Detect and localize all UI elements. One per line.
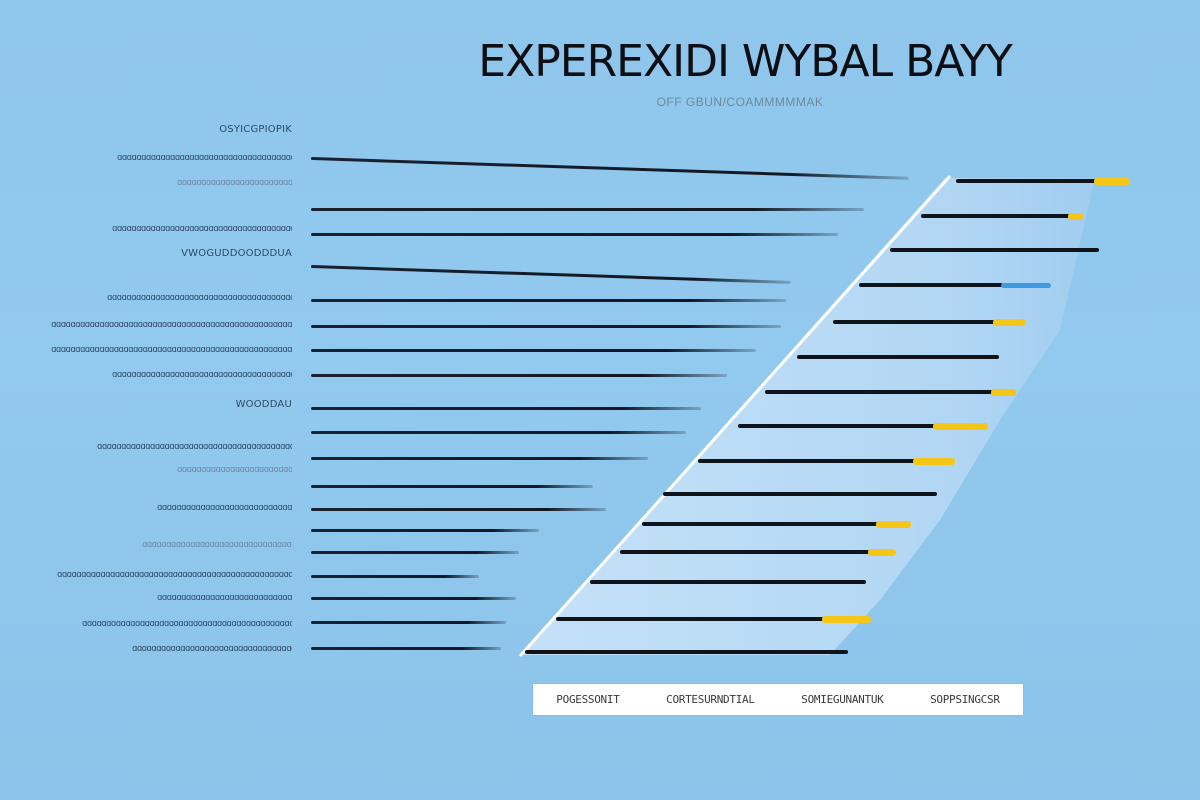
category-label: ɑɑɑɑɑɑɑɑɑɑɑɑɑɑɑɑɑɑɑɑɑɑɑɑɑɑɑɑɑɑɑɑɑɑɑɑɑɑɑɑ… [177, 178, 292, 188]
category-label: VWOGUDDOODDDUA [181, 249, 292, 259]
category-label: ɑɑɑɑɑɑɑɑɑɑɑɑɑɑɑɑɑɑɑɑɑɑɑɑɑɑɑɑɑɑɑɑɑɑɑɑɑɑɑɑ… [117, 153, 292, 163]
left-series-line [311, 349, 756, 352]
category-label: ɑɑɑɑɑɑɑɑɑɑɑɑɑɑɑɑɑɑɑɑɑɑɑɑɑɑɑɑɑɑɑɑɑɑɑɑɑɑɑɑ… [157, 593, 292, 603]
bar [556, 617, 824, 621]
yellow-bar-tip [991, 389, 1016, 396]
left-series-line [311, 457, 648, 460]
yellow-bar-tip [1094, 178, 1130, 185]
yellow-bar-tip [1068, 213, 1083, 220]
category-label: ɑɑɑɑɑɑɑɑɑɑɑɑɑɑɑɑɑɑɑɑɑɑɑɑɑɑɑɑɑɑɑɑɑɑɑɑɑɑɑɑ… [107, 293, 292, 303]
legend-item: POGESSONIT [556, 693, 620, 706]
left-series-line [311, 575, 479, 578]
left-series-line [311, 407, 701, 410]
bar [833, 320, 995, 324]
category-label: WOODDAU [235, 400, 292, 410]
legend-item: SOPPSINGCSR [930, 693, 1000, 706]
category-label: OSYICGPIOPIK [219, 125, 292, 135]
category-label: ɑɑɑɑɑɑɑɑɑɑɑɑɑɑɑɑɑɑɑɑɑɑɑɑɑɑɑɑɑɑɑɑɑɑɑɑɑɑɑɑ… [177, 465, 292, 475]
bar [620, 550, 870, 554]
yellow-bar-tip [822, 616, 871, 623]
bar [738, 424, 935, 428]
bar [525, 650, 848, 654]
chart-subtitle: OFF GBUN/COAMMMMMAK [656, 95, 824, 109]
left-series-line [311, 325, 781, 328]
left-series-line [311, 529, 539, 532]
yellow-bar-tip [868, 549, 896, 556]
yellow-bar-tip [913, 458, 955, 465]
left-series-line [311, 208, 864, 211]
left-series-line [311, 485, 593, 488]
bar [590, 580, 866, 584]
category-label: ɑɑɑɑɑɑɑɑɑɑɑɑɑɑɑɑɑɑɑɑɑɑɑɑɑɑɑɑɑɑɑɑɑɑɑɑɑɑɑɑ… [82, 619, 292, 629]
blue-bar-tip [1001, 283, 1051, 288]
chart-legend: POGESSONIT CORTESURNDTIAL SOMIEGUNANTUK … [533, 684, 1023, 715]
left-series-line [311, 551, 519, 554]
bar [890, 248, 1099, 252]
left-series-line [311, 233, 838, 236]
bar [698, 459, 915, 463]
yellow-bar-tip [876, 521, 911, 528]
legend-item: SOMIEGUNANTUK [801, 693, 884, 706]
legend-item: CORTESURNDTIAL [666, 693, 755, 706]
bar [663, 492, 937, 496]
category-label: ɑɑɑɑɑɑɑɑɑɑɑɑɑɑɑɑɑɑɑɑɑɑɑɑɑɑɑɑɑɑɑɑɑɑɑɑɑɑɑɑ… [112, 370, 292, 380]
category-label: ɑɑɑɑɑɑɑɑɑɑɑɑɑɑɑɑɑɑɑɑɑɑɑɑɑɑɑɑɑɑɑɑɑɑɑɑɑɑɑɑ… [142, 540, 292, 550]
chart-title: EXPEREXIDI WYBAL BAYY [478, 36, 1012, 87]
category-label: ɑɑɑɑɑɑɑɑɑɑɑɑɑɑɑɑɑɑɑɑɑɑɑɑɑɑɑɑɑɑɑɑɑɑɑɑɑɑɑɑ… [97, 442, 292, 452]
left-series-line [311, 374, 727, 377]
category-label: ɑɑɑɑɑɑɑɑɑɑɑɑɑɑɑɑɑɑɑɑɑɑɑɑɑɑɑɑɑɑɑɑɑɑɑɑɑɑɑɑ… [51, 345, 292, 355]
category-label: ɑɑɑɑɑɑɑɑɑɑɑɑɑɑɑɑɑɑɑɑɑɑɑɑɑɑɑɑɑɑɑɑɑɑɑɑɑɑɑɑ… [132, 644, 292, 654]
bar [859, 283, 1003, 287]
category-label: ɑɑɑɑɑɑɑɑɑɑɑɑɑɑɑɑɑɑɑɑɑɑɑɑɑɑɑɑɑɑɑɑɑɑɑɑɑɑɑɑ… [157, 503, 292, 513]
yellow-bar-tip [993, 319, 1026, 326]
bar [921, 214, 1070, 218]
bar [765, 390, 993, 394]
left-series-line [311, 431, 686, 434]
left-series-line [311, 647, 501, 650]
left-series-line [311, 299, 786, 302]
category-label: ɑɑɑɑɑɑɑɑɑɑɑɑɑɑɑɑɑɑɑɑɑɑɑɑɑɑɑɑɑɑɑɑɑɑɑɑɑɑɑɑ… [57, 570, 292, 580]
bar [956, 179, 1096, 183]
left-series-line [311, 597, 516, 600]
category-label: ɑɑɑɑɑɑɑɑɑɑɑɑɑɑɑɑɑɑɑɑɑɑɑɑɑɑɑɑɑɑɑɑɑɑɑɑɑɑɑɑ… [112, 224, 292, 234]
yellow-bar-tip [933, 423, 988, 430]
category-label: ɑɑɑɑɑɑɑɑɑɑɑɑɑɑɑɑɑɑɑɑɑɑɑɑɑɑɑɑɑɑɑɑɑɑɑɑɑɑɑɑ… [51, 320, 292, 330]
bar [642, 522, 878, 526]
bar [797, 355, 999, 359]
left-series-line [311, 508, 606, 511]
left-series-line [311, 621, 506, 624]
